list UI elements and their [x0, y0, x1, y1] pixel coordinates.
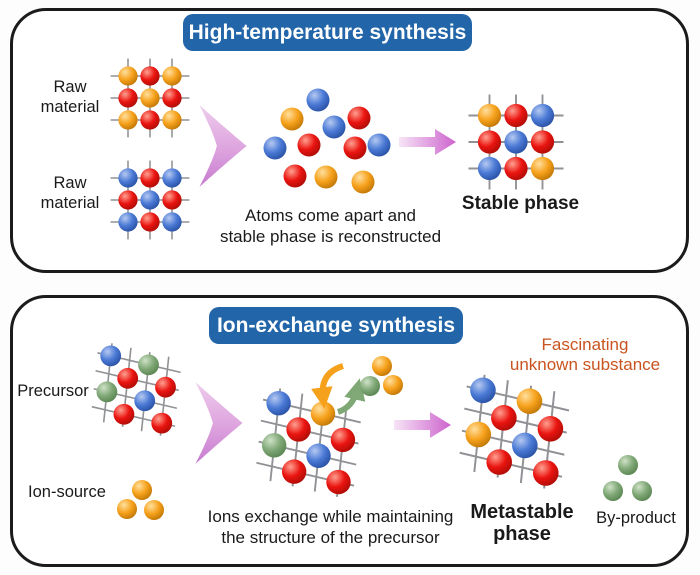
fascinating-substance-annotation: Fascinating unknown substance — [509, 335, 661, 375]
merge-chevron-icon-bottom — [195, 382, 243, 464]
byproduct-label: By-product — [596, 509, 676, 527]
metastable-phase-lattice — [459, 374, 570, 489]
metastable-phase-label: Metastable phase — [470, 501, 574, 546]
right-arrow-icon-top — [399, 129, 456, 155]
precursor-lattice — [91, 343, 181, 436]
ion-exchange-title-badge: Ion-exchange synthesis — [209, 307, 463, 344]
raw-material-1-label: Raw material — [40, 78, 100, 116]
stable-phase-lattice — [468, 94, 564, 190]
merge-chevron-icon — [199, 105, 247, 187]
raw-material-1-lattice — [110, 58, 190, 138]
ion-source-atoms — [117, 480, 164, 520]
ion-exchange-caption: Ions exchange while maintaining the stru… — [207, 507, 454, 547]
high-temperature-title-badge: High-temperature synthesis — [183, 14, 472, 51]
raw-material-2-lattice — [110, 160, 190, 240]
ion-source-label: Ion-source — [28, 483, 106, 501]
precursor-label: Precursor — [17, 382, 89, 400]
ion-exchange-arrows — [311, 356, 403, 415]
ion-in-arrow-icon — [311, 363, 345, 409]
scattered-atoms — [263, 88, 391, 194]
right-arrow-icon-bottom — [394, 412, 451, 438]
stable-phase-label: Stable phase — [461, 193, 580, 214]
high-temperature-caption: Atoms come apart and stable phase is rec… — [219, 206, 442, 246]
ion-out-arrow-icon — [336, 378, 366, 415]
byproduct-atoms — [603, 455, 652, 501]
raw-material-2-label: Raw material — [40, 174, 100, 212]
